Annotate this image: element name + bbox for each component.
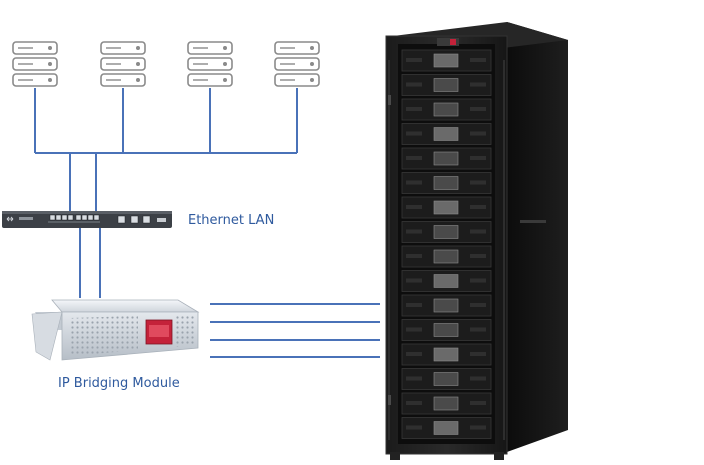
server-icon (100, 41, 146, 87)
rack-slot (401, 294, 492, 317)
rack-slot (401, 417, 492, 439)
ethernet-lan-label: Ethernet LAN (188, 213, 275, 228)
rack-slot (401, 123, 492, 145)
rack-slot (401, 49, 492, 72)
rack-slot (401, 270, 492, 292)
server-rack (385, 22, 568, 460)
rack-slot (401, 392, 492, 415)
rack-slot (401, 245, 492, 268)
ip-bridging-module (31, 299, 200, 361)
lan-wiring (34, 88, 380, 358)
rack-slot (401, 343, 492, 366)
rack-slot (401, 74, 492, 96)
ethernet-switch (2, 211, 172, 228)
rack-slot (401, 368, 492, 390)
server-icon (12, 41, 58, 87)
server-icon (274, 41, 320, 87)
rack-slot (401, 172, 492, 194)
server-icon (187, 41, 233, 87)
ip-bridging-module-label: IP Bridging Module (58, 376, 180, 391)
rack-slot (401, 221, 492, 243)
rack-slot (401, 196, 492, 219)
rack-slot (401, 319, 492, 341)
rack-slot (401, 147, 492, 170)
rack-slot (401, 98, 492, 121)
